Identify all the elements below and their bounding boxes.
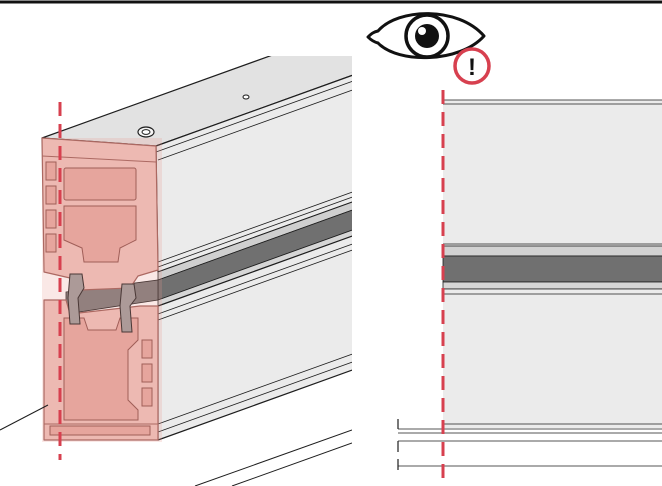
front-gasket-band — [442, 245, 662, 290]
upper-profile-edge-lines — [155, 81, 352, 268]
eye-icon — [366, 12, 486, 60]
badge-text: ! — [468, 54, 476, 81]
front-view — [397, 99, 662, 470]
lower-profile-edge-lines — [157, 243, 352, 433]
screw-hole-icon — [137, 126, 155, 138]
upper-profile-face — [443, 100, 662, 246]
exclamation-badge-icon: ! — [453, 47, 491, 85]
connector-clips — [67, 273, 137, 333]
lower-profile-face — [443, 289, 662, 428]
upper-cross-section — [41, 137, 159, 291]
base-lines — [194, 429, 352, 486]
section-highlight — [42, 138, 162, 442]
gasket-band — [65, 201, 352, 315]
lower-cross-section — [43, 299, 159, 441]
leader-line — [0, 404, 49, 431]
perspective-view — [41, 56, 352, 486]
small-hole-icon — [242, 94, 250, 100]
